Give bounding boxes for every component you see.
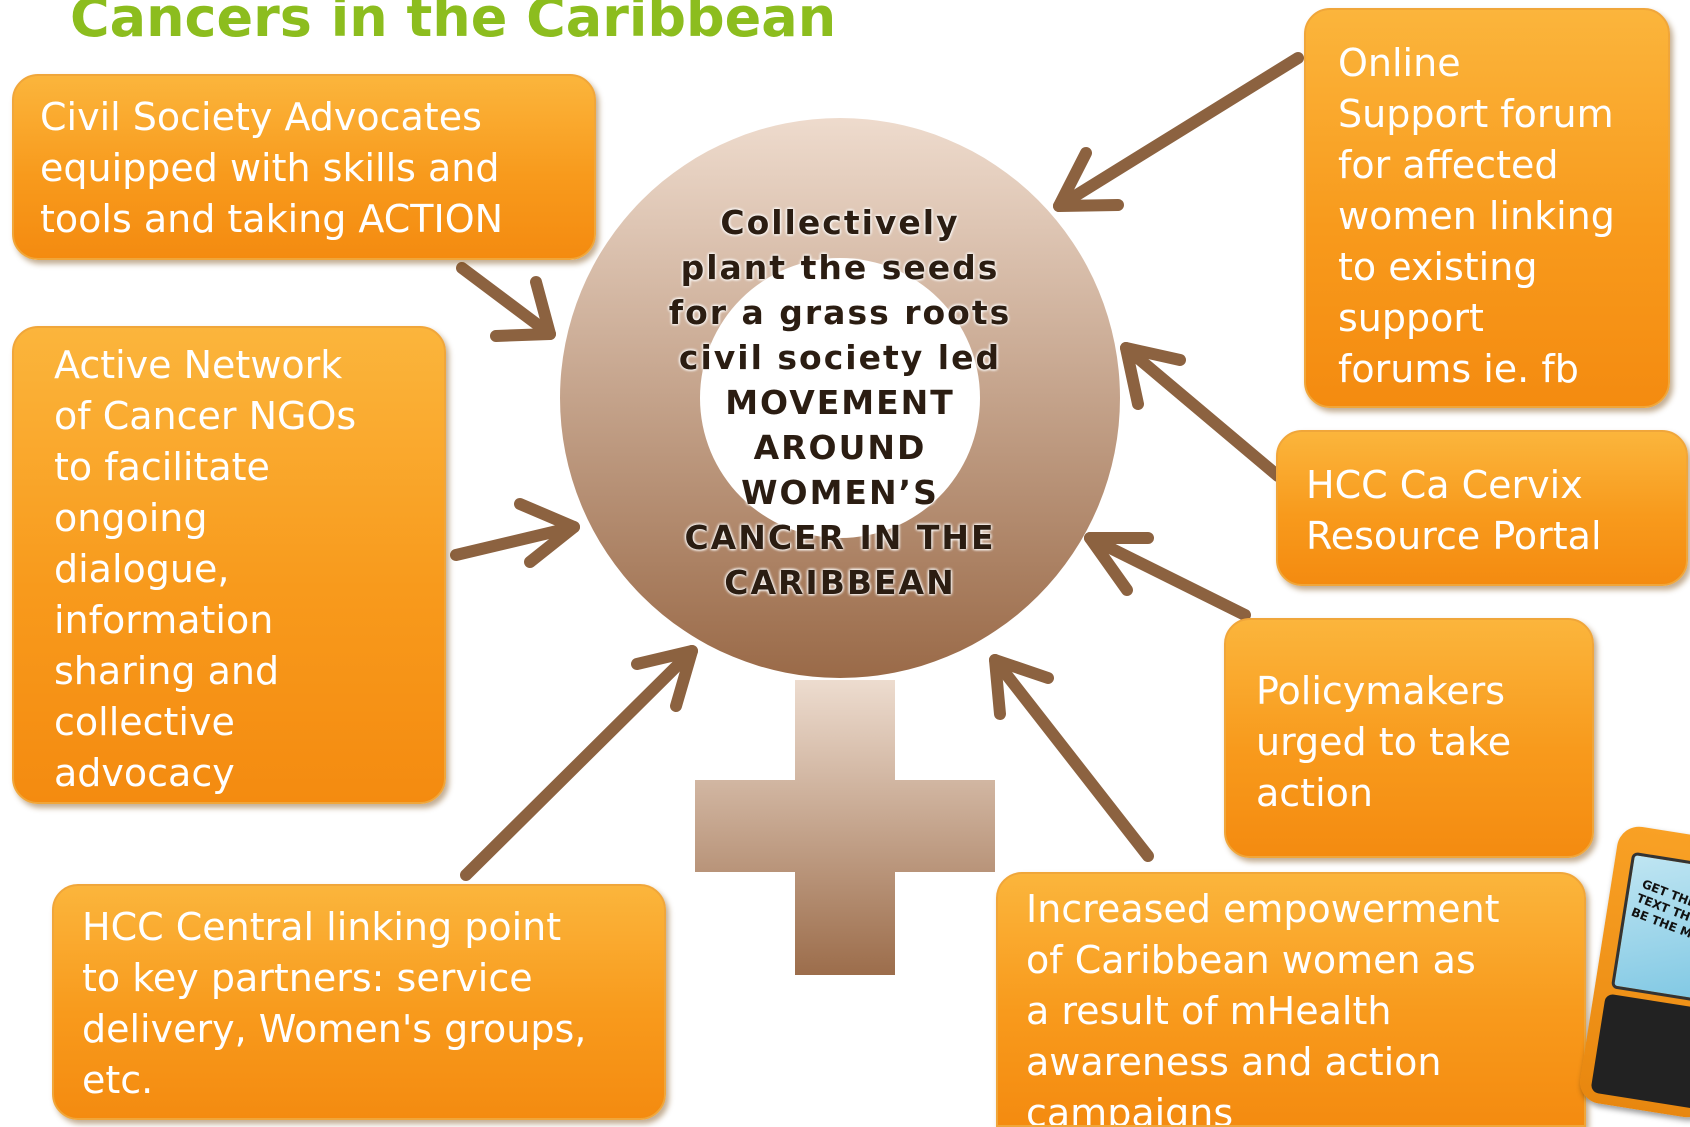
center-line: AROUND (753, 428, 927, 467)
female-symbol-ring (560, 118, 1120, 678)
box-civil-society-advocates: Civil Society Advocates equipped with sk… (12, 74, 596, 260)
phone-keyboard (1590, 993, 1690, 1110)
box-text: Civil Society Advocates equipped with sk… (40, 95, 504, 241)
arrow-from-empowerment (989, 654, 1154, 862)
center-line: Collectively (720, 203, 960, 242)
center-line: plant the seeds (680, 248, 1000, 287)
box-online-support-forum: Online Support forum for affected women … (1304, 8, 1670, 408)
box-policymakers: Policymakers urged to take action (1224, 618, 1594, 858)
phone-screen-text: GET THE TEXT TH BE THE M (1629, 876, 1690, 941)
box-text: Increased empowerment of Caribbean women… (1026, 887, 1500, 1127)
box-text: HCC Ca Cervix Resource Portal (1306, 463, 1602, 558)
arrow-from-policymakers (1084, 532, 1251, 621)
center-line: WOMEN’S (741, 473, 939, 512)
arrow-from-network (450, 498, 580, 568)
arrow-from-civil-society (456, 262, 556, 342)
center-line: for a grass roots (668, 293, 1012, 332)
box-text: HCC Central linking point to key partner… (82, 905, 587, 1102)
female-symbol-cross (695, 680, 995, 975)
arrow-from-hcc-central (460, 645, 698, 881)
center-line: CARIBBEAN (724, 563, 956, 602)
box-text: Policymakers urged to take action (1256, 669, 1512, 815)
arrow-from-online-forum (1053, 52, 1304, 212)
box-increased-empowerment: Increased empowerment of Caribbean women… (996, 872, 1586, 1127)
box-active-network: Active Network of Cancer NGOs to facilit… (12, 326, 446, 804)
phone-screen: GET THE TEXT TH BE THE M (1610, 851, 1690, 1007)
box-text: Online Support forum for affected women … (1338, 41, 1615, 391)
diagram-title: Cancers in the Caribbean (70, 0, 837, 49)
arrow-from-portal (1120, 342, 1284, 482)
box-resource-portal: HCC Ca Cervix Resource Portal (1276, 430, 1688, 586)
center-line: CANCER IN THE (684, 518, 996, 557)
center-line: MOVEMENT (725, 383, 955, 422)
box-text: Active Network of Cancer NGOs to facilit… (54, 343, 357, 795)
center-message: Collectively plant the seeds for a grass… (640, 200, 1040, 605)
center-line: civil society led (678, 338, 1002, 377)
box-hcc-central: HCC Central linking point to key partner… (52, 884, 666, 1120)
